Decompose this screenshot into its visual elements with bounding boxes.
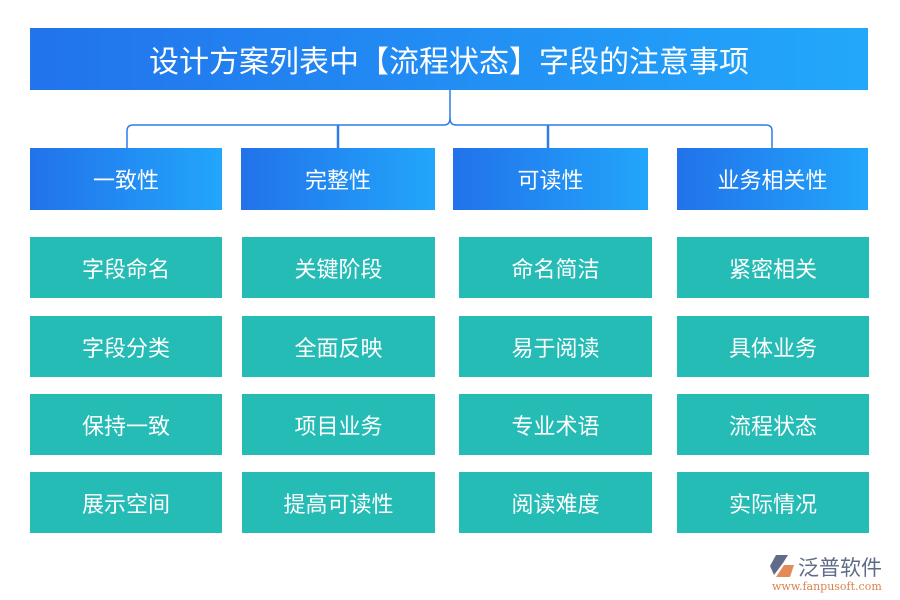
category-consistency: 一致性	[30, 148, 222, 210]
connector-lines	[126, 90, 773, 148]
item-box: 阅读难度	[459, 472, 652, 533]
item-box: 紧密相关	[677, 237, 869, 298]
logo-name: 泛普软件	[798, 556, 882, 580]
item-box: 专业术语	[459, 394, 652, 455]
fanpu-logo: 泛普软件 www.fanpusoft.com	[770, 552, 895, 597]
item-box: 流程状态	[677, 394, 869, 455]
item-box: 保持一致	[30, 394, 222, 455]
item-box: 提高可读性	[242, 472, 435, 533]
category-business-relevance: 业务相关性	[677, 148, 868, 210]
category-readability: 可读性	[453, 148, 648, 210]
item-box: 项目业务	[242, 394, 435, 455]
item-box: 字段分类	[30, 316, 222, 377]
item-box: 易于阅读	[459, 316, 652, 377]
item-box: 全面反映	[242, 316, 435, 377]
item-box: 展示空间	[30, 472, 222, 533]
logo-url: www.fanpusoft.com	[772, 580, 882, 593]
item-box: 实际情况	[677, 472, 869, 533]
diagram-title: 设计方案列表中【流程状态】字段的注意事项	[30, 28, 868, 90]
item-box: 关键阶段	[242, 237, 435, 298]
item-box: 具体业务	[677, 316, 869, 377]
item-box: 命名简洁	[459, 237, 652, 298]
category-completeness: 完整性	[241, 148, 435, 210]
logo-mark-icon	[770, 555, 794, 577]
item-box: 字段命名	[30, 237, 222, 298]
